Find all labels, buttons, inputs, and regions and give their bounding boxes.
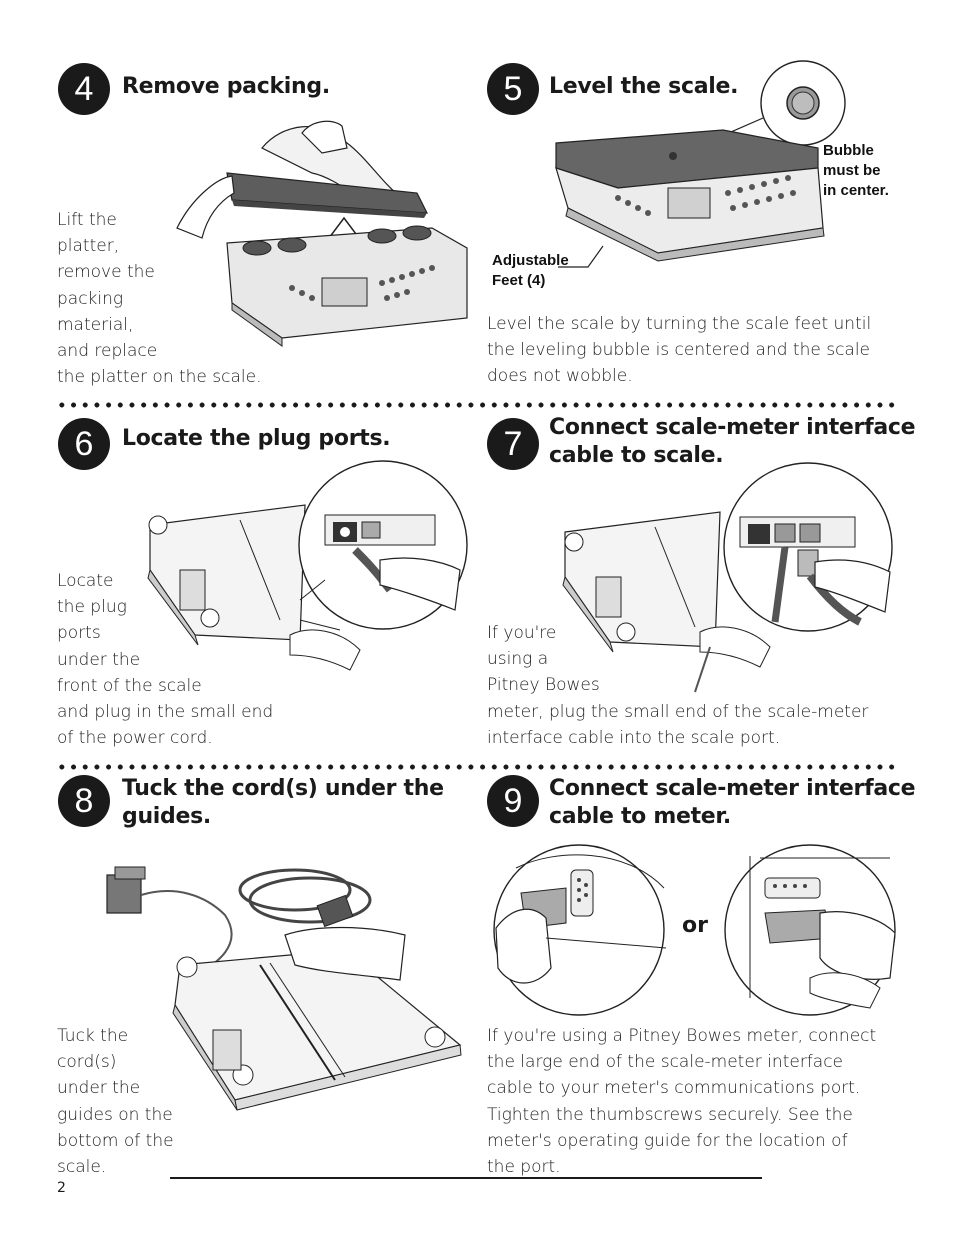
step-6-badge: 6 [58, 418, 110, 470]
step-7-badge: 7 [487, 418, 539, 470]
step-8-title: Tuck the cord(s) under the guides. [122, 776, 444, 829]
step-5-text: Level the scale by turning the scale fee… [487, 314, 872, 387]
step-5-badge: 5 [487, 63, 539, 115]
step-5-title: Level the scale. [549, 74, 739, 99]
step-4-illustration [176, 120, 468, 347]
step-4-text: Lift the platter, remove the packing mat… [57, 210, 262, 388]
step-6-title: Locate the plug ports. [122, 426, 391, 451]
step-9-illustration-right [724, 844, 896, 1016]
page-number: 2 [57, 1180, 66, 1196]
step-9-illustration-left [493, 844, 667, 1016]
step-7-illustration [562, 462, 893, 693]
step-8-badge: 8 [58, 775, 110, 827]
step-7-title: Connect scale-meter interface cable to s… [549, 415, 916, 468]
step-4-badge: 4 [58, 63, 110, 115]
step-5-illustration [555, 60, 846, 268]
dotted-divider [56, 763, 898, 771]
step-4-title: Remove packing. [122, 74, 330, 99]
footer-rule [170, 1177, 762, 1179]
step-9-title: Connect scale-meter interface cable to m… [549, 776, 916, 829]
step-7-text: If you're using a Pitney Bowes meter, pl… [487, 623, 869, 748]
step-9-badge: 9 [487, 775, 539, 827]
step-6-text: Locate the plug ports under the front of… [57, 571, 274, 749]
feet-callout: Adjustable Feet (4) [492, 252, 569, 289]
dotted-divider [56, 401, 898, 409]
step-6-illustration [147, 460, 468, 671]
or-label: or [682, 913, 708, 938]
bubble-callout: Bubble must be in center. [823, 142, 889, 199]
step-8-text: Tuck the cord(s) under the guides on the… [57, 1026, 174, 1178]
step-8-illustration [106, 866, 462, 1111]
step-9-text: If you're using a Pitney Bowes meter, co… [487, 1026, 877, 1178]
